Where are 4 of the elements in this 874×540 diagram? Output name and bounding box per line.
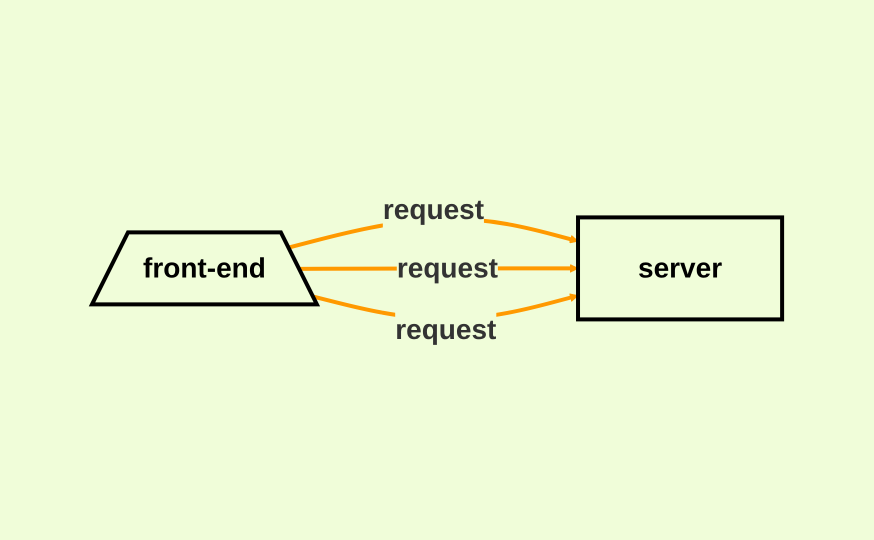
edge-label: request <box>382 194 484 226</box>
edge-label: request <box>395 314 496 345</box>
edge-label: request <box>396 252 498 284</box>
node-box: server <box>576 215 784 322</box>
